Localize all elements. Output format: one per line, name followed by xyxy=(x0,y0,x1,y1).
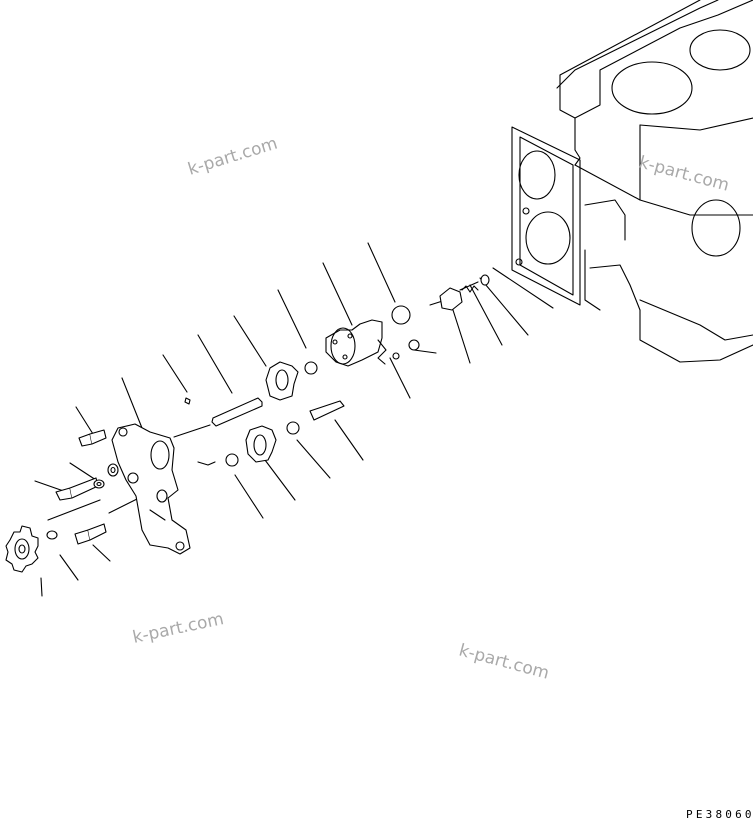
watermark-top-right: k-part.com xyxy=(637,153,732,196)
engine-block-housing xyxy=(511,0,753,363)
drive-gear xyxy=(5,525,39,573)
watermark-top-left: k-part.com xyxy=(186,134,280,180)
leader-lines xyxy=(34,242,554,597)
drawing-code: PE38060 xyxy=(686,808,753,821)
watermark-bottom-center: k-part.com xyxy=(457,641,552,684)
small-parts xyxy=(46,274,490,545)
watermark-group: k-part.com k-part.com k-part.com k-part.… xyxy=(131,134,731,684)
watermark-bottom-left: k-part.com xyxy=(131,609,226,648)
oil-pump-body xyxy=(111,423,191,555)
